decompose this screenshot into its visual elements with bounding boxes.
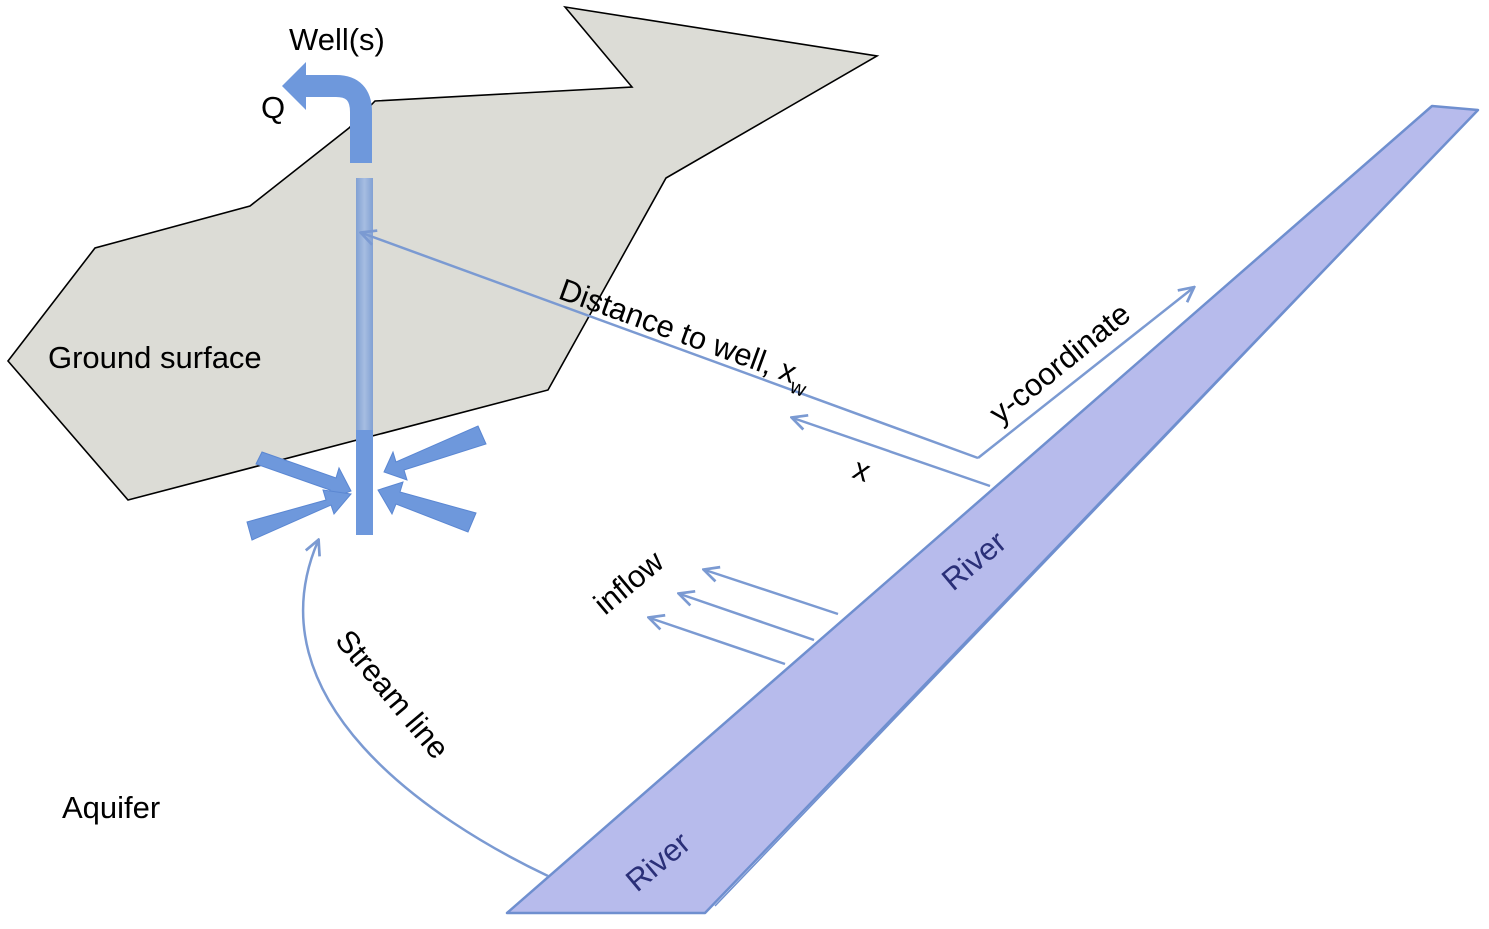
well-discharge-pipe xyxy=(282,62,372,163)
inflow-arrow-lower-left xyxy=(246,489,352,541)
discharge-q-label: Q xyxy=(261,90,285,125)
river-inflow-arrow-1 xyxy=(705,570,839,616)
stream-line-curve xyxy=(302,541,549,878)
wells-label: Well(s) xyxy=(289,22,385,57)
x-arrow xyxy=(793,418,991,488)
distance-to-well-label: Distance to well, xw xyxy=(552,272,816,402)
river-channel xyxy=(505,104,1480,915)
ground-surface-label: Ground surface xyxy=(48,340,262,375)
stream-line-label: Stream line xyxy=(329,623,457,766)
distance-to-well-arrow xyxy=(362,233,979,460)
well-screen xyxy=(356,430,373,535)
inflow-arrow-lower-right xyxy=(377,481,477,533)
x-label: x xyxy=(849,451,876,489)
ground-surface-area xyxy=(6,5,880,501)
river-bank-line xyxy=(714,109,1479,907)
inflow-arrow-upper-right xyxy=(383,425,487,481)
river-inflow-arrow-3 xyxy=(650,618,786,666)
distance-to-well-text: Distance to well, x xyxy=(555,272,802,391)
discharge-arrowhead xyxy=(282,62,306,110)
inflow-label: inflow xyxy=(587,543,671,621)
river xyxy=(505,104,1480,915)
aquifer-label: Aquifer xyxy=(62,790,160,825)
river-inflow-arrow-2 xyxy=(680,594,815,642)
river-inflow-arrows xyxy=(650,570,839,666)
well-inflow-arrows xyxy=(246,425,487,541)
y-coordinate-arrow xyxy=(977,288,1193,459)
